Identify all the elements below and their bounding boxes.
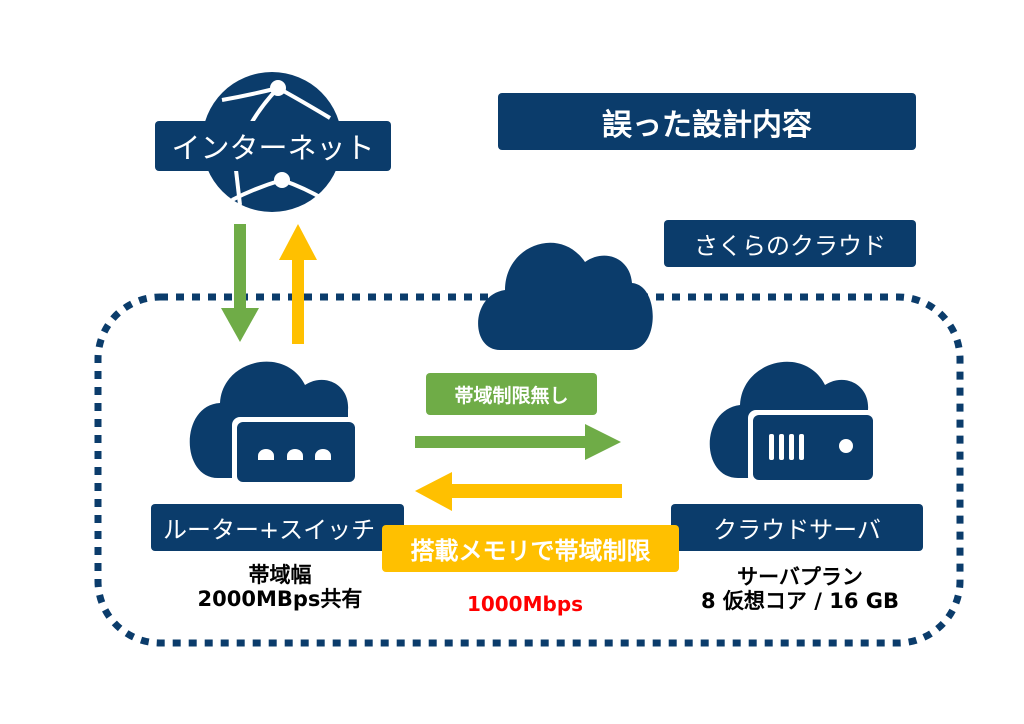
arrow-router-to-server (415, 424, 621, 460)
cloud-router-icon (189, 361, 360, 487)
arrow-router-to-internet (279, 224, 317, 344)
cloud-server-icon (709, 361, 878, 485)
arrow-server-to-router (415, 472, 622, 511)
link-speed-text: 1000Mbps (466, 592, 584, 616)
page-title: 誤った設計内容 (498, 93, 916, 150)
router-bandwidth-line1: 帯域幅 (248, 563, 312, 587)
router-label: ルーター+スイッチ (151, 504, 404, 551)
router-bandwidth-text: 帯域幅 2000MBps共有 (170, 563, 390, 611)
cloud-icon (478, 242, 653, 350)
server-plan-text: サーバプラン 8 仮想コア / 16 GB (670, 565, 930, 613)
internet-label: インターネット (155, 121, 391, 171)
arrow-internet-to-router (221, 224, 259, 342)
server-plan-line2: 8 仮想コア / 16 GB (701, 589, 899, 614)
no-bandwidth-limit-badge: 帯域制限無し (426, 373, 597, 415)
memory-bandwidth-limit-badge: 搭載メモリで帯域制限 (382, 525, 679, 572)
server-label: クラウドサーバ (671, 504, 923, 551)
router-bandwidth-line2: 2000MBps共有 (197, 587, 363, 612)
server-plan-line1: サーバプラン (737, 565, 863, 589)
cloud-provider-label: さくらのクラウド (664, 220, 916, 267)
